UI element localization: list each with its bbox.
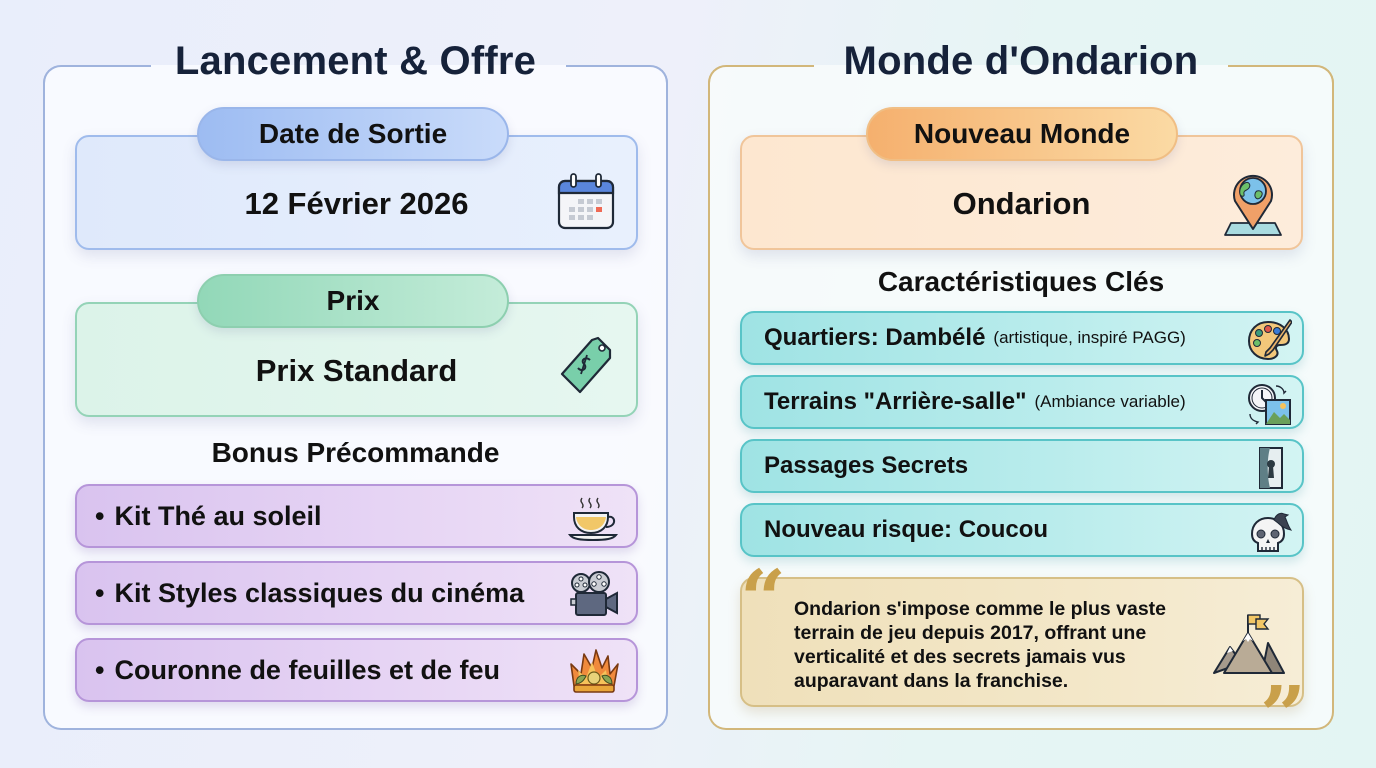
panel-border-line [728, 65, 814, 67]
feature-item: Passages Secrets [740, 439, 1304, 493]
feature-item-note: (Ambiance variable) [1034, 392, 1186, 411]
paint-palette-icon [1247, 319, 1292, 361]
panel-title: Monde d'Ondarion [843, 39, 1199, 83]
launch-offer-panel: Lancement & Offre 12 Février 2026 Date d… [43, 39, 668, 730]
price-label-text: Prix [326, 285, 380, 316]
quote-text: Ondarion s'impose comme le plus vaste te… [794, 598, 1167, 692]
world-name-value: Ondarion [952, 185, 1091, 221]
price-card: Prix Standard [75, 302, 638, 417]
bonus-item-label: Couronne de feuilles et de feu [114, 654, 501, 685]
release-date-value: 12 Février 2026 [244, 185, 469, 221]
panel-border-line [566, 65, 648, 67]
keyhole-door-icon [1259, 447, 1283, 489]
release-date-label: Date de Sortie [197, 107, 509, 161]
mountain-flag-icon [1213, 614, 1285, 674]
panel-title: Lancement & Offre [174, 39, 537, 83]
new-world-label-text: Nouveau Monde [913, 118, 1131, 149]
panel-border-line [63, 65, 151, 67]
feature-item: Nouveau risque: Coucou [740, 503, 1304, 557]
open-quote-mark: “ [740, 552, 787, 646]
calendar-icon [557, 173, 615, 230]
bullet: • [95, 654, 105, 685]
feature-item-label: Terrains "Arrière-salle" [764, 388, 1027, 415]
feature-item-label: Quartiers: Dambélé [764, 324, 986, 351]
bonus-item-label: Kit Thé au soleil [114, 500, 322, 531]
panel-border-line [1228, 65, 1314, 67]
feature-item: Quartiers: Dambélé (artistique, inspiré … [740, 311, 1304, 365]
leaf-fire-crown-icon [570, 649, 619, 693]
close-quote-mark: ” [1259, 668, 1306, 762]
feature-item-label: Nouveau risque: Coucou [764, 516, 1049, 543]
tea-cup-icon [568, 497, 619, 542]
price-label: Prix [197, 274, 509, 328]
preorder-bonus-heading: Bonus Précommande [211, 437, 500, 468]
bonus-item-label: Kit Styles classiques du cinéma [114, 577, 525, 608]
bonus-item: • Kit Thé au soleil [75, 484, 638, 548]
release-date-label-text: Date de Sortie [258, 118, 448, 149]
skull-crow-icon [1250, 512, 1292, 552]
clock-landscape-icon [1248, 384, 1291, 425]
ondarion-world-panel: Monde d'Ondarion Ondarion Nouveau Monde … [708, 39, 1334, 755]
quote-box: Ondarion s'impose comme le plus vaste te… [740, 577, 1304, 707]
feature-item: Terrains "Arrière-salle" (Ambiance varia… [740, 375, 1304, 429]
panel-border-corner [43, 65, 63, 85]
feature-item-note: (artistique, inspiré PAGG) [993, 328, 1186, 347]
bullet: • [95, 500, 105, 531]
bonus-item: • Couronne de feuilles et de feu [75, 638, 638, 702]
price-value: Prix Standard [255, 352, 458, 388]
key-features-heading: Caractéristiques Clés [877, 266, 1165, 297]
price-tag-icon [560, 336, 612, 394]
feature-item-label: Passages Secrets [764, 452, 969, 479]
movie-camera-icon [570, 571, 618, 616]
panel-border-corner [708, 65, 728, 85]
bonus-item: • Kit Styles classiques du cinéma [75, 561, 638, 625]
globe-location-pin-icon [1224, 174, 1282, 236]
new-world-label: Nouveau Monde [866, 107, 1178, 161]
bullet: • [95, 577, 105, 608]
